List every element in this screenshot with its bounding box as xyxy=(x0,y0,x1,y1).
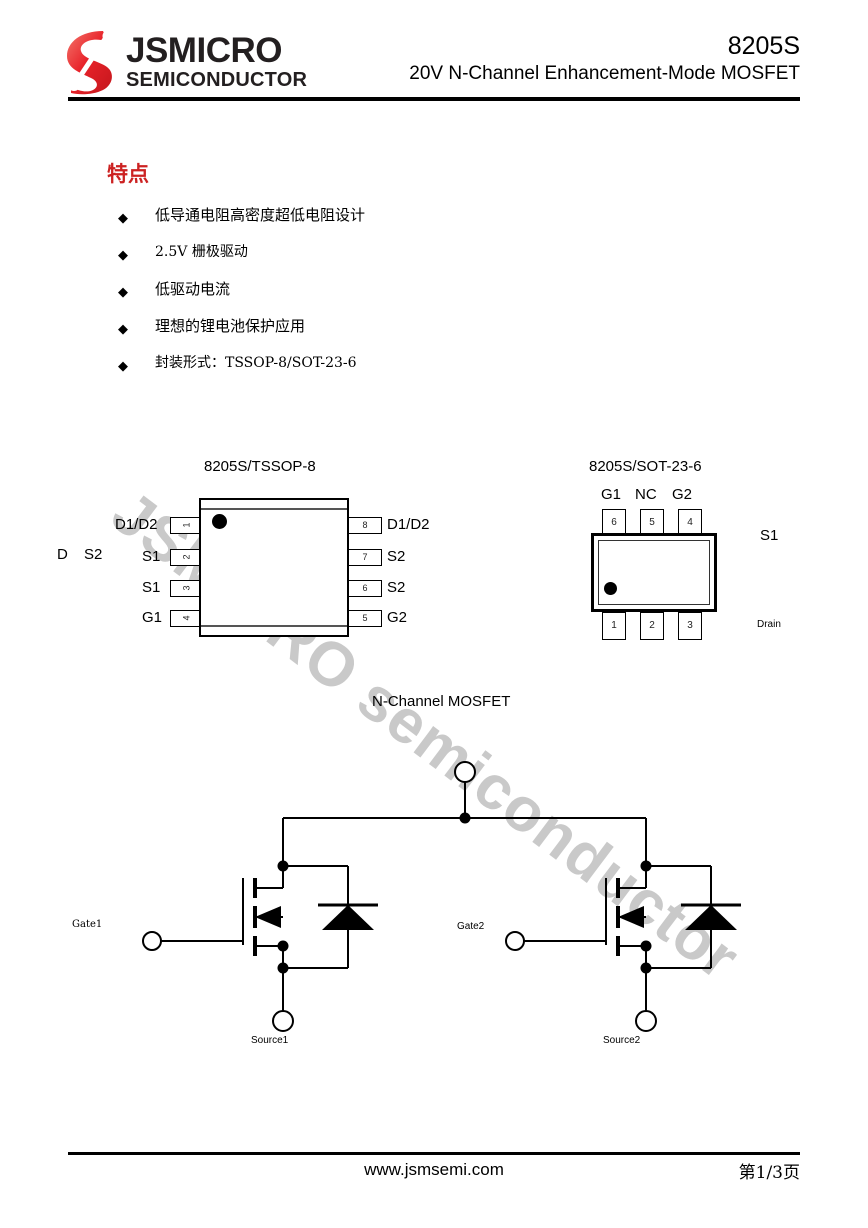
footer-website: www.jsmsemi.com xyxy=(364,1160,504,1179)
tssop-pin-5: 5 xyxy=(348,610,382,627)
feature-item: ◆ 封装形式：TSSOP-8/SOT-23-6 xyxy=(118,353,638,390)
sot-top-label-g1: G1 xyxy=(601,486,622,503)
sot-body-bevel xyxy=(598,540,710,605)
sot-pin-3: 3 xyxy=(678,612,702,640)
sot-pin-6: 6 xyxy=(602,509,626,537)
tssop-pin-1-label: D1/D2 xyxy=(115,516,158,533)
sot-package-caption: 8205S/SOT-23-6 xyxy=(589,458,702,475)
source2-terminal-label: Source2 xyxy=(603,1035,641,1046)
tssop-pin-8-label: D1/D2 xyxy=(387,516,430,533)
footer-divider xyxy=(68,1152,800,1155)
brand-name: JSMICRO xyxy=(126,31,282,70)
feature-text: 理想的锂电池保护应用 xyxy=(155,317,306,335)
sot-pin-4-number: 4 xyxy=(687,517,693,528)
sot-pin-5: 5 xyxy=(640,509,664,537)
feature-text: 低驱动电流 xyxy=(155,280,231,298)
sot-pin-1: 1 xyxy=(602,612,626,640)
diamond-bullet-icon: ◆ xyxy=(118,210,128,225)
sot-pin-6-number: 6 xyxy=(611,517,617,528)
part-number: 8205S xyxy=(727,32,800,60)
sot-side-label-drain: Drain xyxy=(757,619,781,630)
tssop-pin-5-label: G2 xyxy=(387,609,408,626)
gate1-terminal-label: Gate1 xyxy=(72,919,103,930)
source1-terminal-label: Source1 xyxy=(251,1035,289,1046)
tssop-pin-3-label: S1 xyxy=(142,579,161,596)
diamond-bullet-icon: ◆ xyxy=(118,321,128,336)
brand-wordmark: JSMICRO SEMICONDUCTOR xyxy=(126,31,308,92)
tssop-pin-6-number: 6 xyxy=(362,583,368,593)
sot-pin-5-number: 5 xyxy=(649,517,655,528)
header-divider xyxy=(68,97,800,101)
sot-side-label-s1: S1 xyxy=(760,527,779,544)
diamond-bullet-icon: ◆ xyxy=(118,247,128,262)
tssop-package-caption: 8205S/TSSOP-8 xyxy=(204,458,316,475)
tssop-pin-8: 8 xyxy=(348,517,382,534)
part-description: 20V N-Channel Enhancement-Mode MOSFET xyxy=(409,63,800,84)
tssop-pin-6-label: S2 xyxy=(387,579,406,596)
tssop-pin-8-number: 8 xyxy=(362,520,368,530)
feature-item: ◆ 2.5V 栅极驱动 xyxy=(118,242,638,279)
jsmicro-logo-icon xyxy=(63,29,117,95)
tssop-pin-2-label: S1 xyxy=(142,548,161,565)
feature-item: ◆ 低驱动电流 xyxy=(118,279,638,316)
stray-label-s2: S2 xyxy=(84,546,103,563)
gate2-terminal-label: Gate2 xyxy=(457,921,485,932)
tssop-pin-7-label: S2 xyxy=(387,548,406,565)
header-part-info: 8205S 20V N-Channel Enhancement-Mode MOS… xyxy=(409,31,800,87)
tssop-bottom-line xyxy=(201,625,347,627)
sot-package-body xyxy=(591,533,717,612)
tssop-top-line xyxy=(201,508,347,510)
features-list: ◆ 低导通电阻高密度超低电阻设计 ◆ 2.5V 栅极驱动 ◆ 低驱动电流 ◆ 理… xyxy=(118,205,638,390)
feature-item: ◆ 理想的锂电池保护应用 xyxy=(118,316,638,353)
sot-pin-3-number: 3 xyxy=(687,620,693,631)
tssop-pin-1-number: 1 xyxy=(181,522,192,528)
sot-top-label-nc: NC xyxy=(635,486,657,503)
brand-tagline: SEMICONDUCTOR xyxy=(126,69,308,91)
sot-pin-2-number: 2 xyxy=(649,620,655,631)
tssop-pin1-marker-dot-icon xyxy=(212,514,227,529)
tssop-pin-4-label: G1 xyxy=(142,609,163,626)
tssop-pin-7: 7 xyxy=(348,549,382,566)
page-header: JSMICRO SEMICONDUCTOR 8205S 20V N-Channe… xyxy=(0,0,868,105)
diamond-bullet-icon: ◆ xyxy=(118,358,128,373)
sot-pin1-marker-dot-icon xyxy=(604,582,617,595)
tssop-pin-3-number: 3 xyxy=(181,585,192,591)
feature-text: 低导通电阻高密度超低电阻设计 xyxy=(155,206,366,224)
tssop-pin-7-number: 7 xyxy=(362,552,368,562)
feature-text: 封装形式：TSSOP-8/SOT-23-6 xyxy=(155,355,357,371)
features-heading: 特点 xyxy=(107,162,149,186)
tssop-pin-2-number: 2 xyxy=(181,554,192,560)
tssop-pin-6: 6 xyxy=(348,580,382,597)
feature-text: 2.5V 栅极驱动 xyxy=(155,244,248,260)
tssop-pin-5-number: 5 xyxy=(362,613,368,623)
diamond-bullet-icon: ◆ xyxy=(118,284,128,299)
stray-label-d: D xyxy=(57,546,68,563)
sot-pin-1-number: 1 xyxy=(611,620,617,631)
schematic-title: N-Channel MOSFET xyxy=(372,693,511,710)
sot-pin-2: 2 xyxy=(640,612,664,640)
footer-page-number: 第1/3页 xyxy=(738,1163,800,1183)
tssop-pin-4-number: 4 xyxy=(181,615,192,621)
feature-item: ◆ 低导通电阻高密度超低电阻设计 xyxy=(118,205,638,242)
sot-top-label-g2: G2 xyxy=(672,486,693,503)
